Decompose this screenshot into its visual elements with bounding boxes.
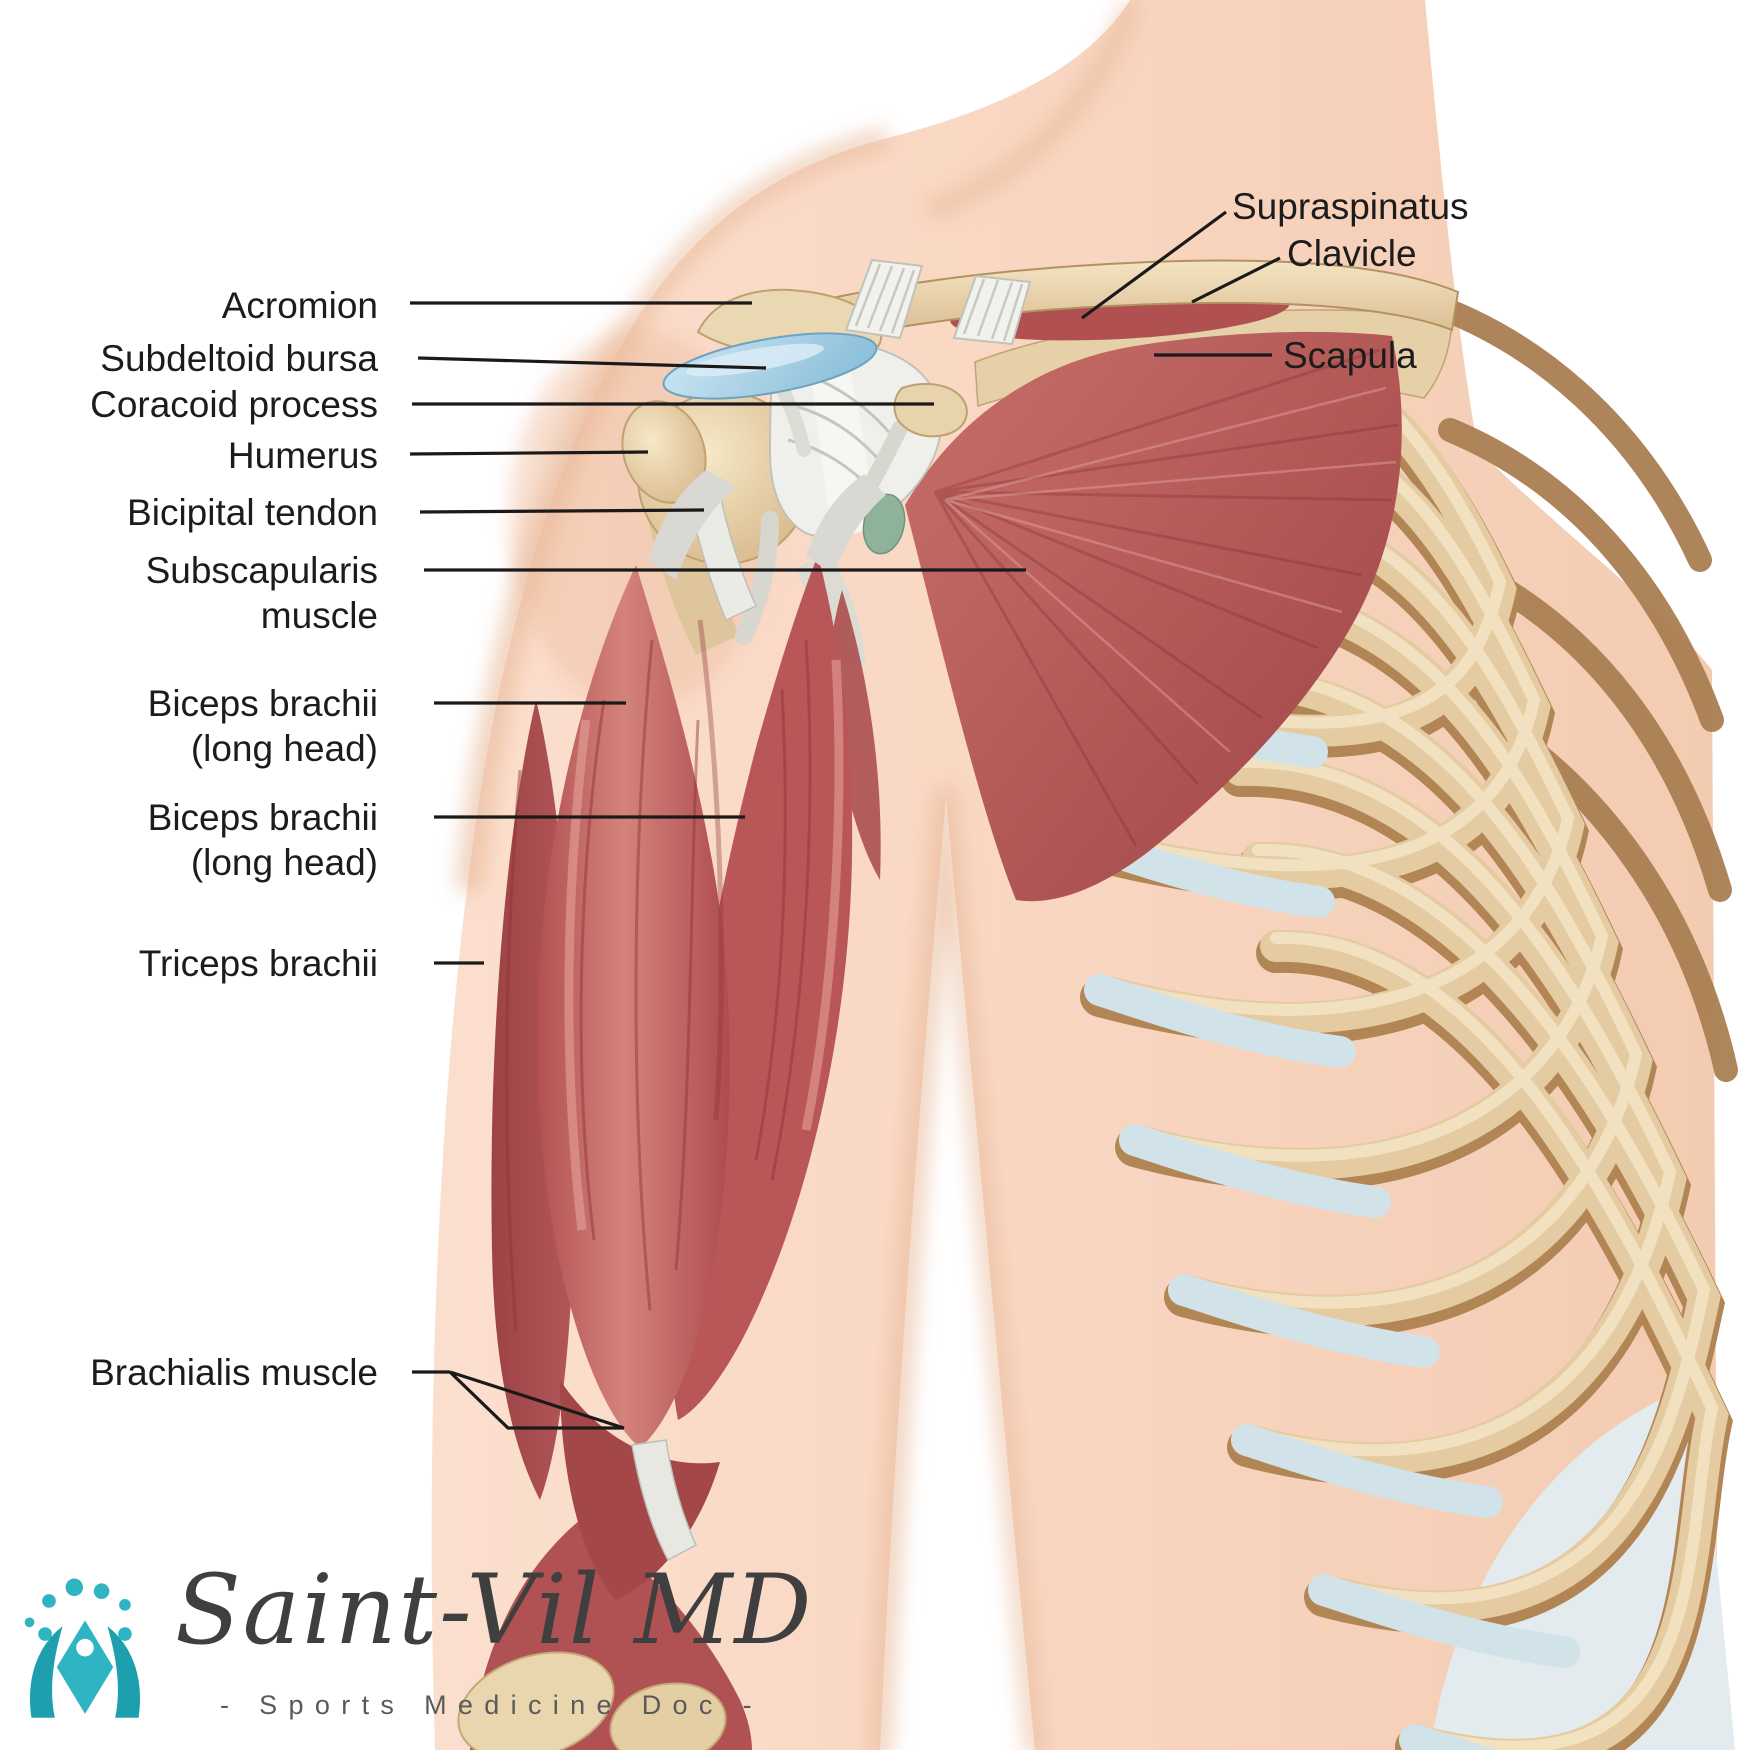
logo-tagline: - Sports Medicine Doc - [220, 1690, 763, 1720]
leader-brachialis [412, 1370, 625, 1430]
leader-bicipital-tendon [419, 508, 705, 514]
label-subscapularis-muscle: Subscapularis muscle [146, 548, 378, 638]
label-brachialis-muscle: Brachialis muscle [90, 1350, 378, 1395]
label-text: Triceps brachii [138, 943, 378, 984]
label-text: (long head) [190, 842, 378, 883]
label-text: Humerus [227, 435, 378, 476]
label-biceps-brachii-upper: Biceps brachii (long head) [148, 681, 378, 771]
label-clavicle: Clavicle [1287, 231, 1417, 276]
label-text: Coracoid process [90, 384, 378, 425]
coracobrachialis-stub [862, 493, 906, 555]
elbow-bones [457, 1651, 727, 1750]
skin-shading [457, 1, 1139, 1750]
logo-name: Saint-Vil MD [175, 1554, 814, 1666]
leader-humerus [409, 450, 649, 456]
label-text: Subscapularis [145, 550, 378, 591]
label-coracoid-process: Coracoid process [90, 382, 378, 427]
label-text: Acromion [221, 285, 378, 326]
label-text: Clavicle [1287, 233, 1417, 274]
label-subdeltoid-bursa: Subdeltoid bursa [100, 336, 378, 381]
label-text: Supraspinatus [1232, 186, 1469, 227]
muscle-highlights [564, 659, 844, 1231]
label-text: (long head) [190, 728, 378, 769]
coracoid-process-shape [893, 382, 968, 438]
label-text: Brachialis muscle [90, 1352, 378, 1393]
label-supraspinatus: Supraspinatus [1232, 184, 1469, 229]
label-text: Bicipital tendon [127, 492, 378, 533]
muscle-striations [505, 619, 812, 1331]
label-bicipital-tendon: Bicipital tendon [127, 490, 378, 535]
subscapularis-muscle-shape [905, 331, 1402, 902]
leader-lines-group [409, 210, 1281, 1430]
label-humerus: Humerus [228, 433, 378, 478]
distal-biceps-tendon [631, 1439, 697, 1562]
label-text: Scapula [1283, 335, 1417, 376]
leader-subdeltoid-bursa [417, 356, 767, 370]
ac-ligament-bundles [844, 258, 1032, 346]
label-text: Biceps brachii [147, 683, 378, 724]
label-scapula: Scapula [1283, 333, 1417, 378]
logo-mark-icon [24, 1578, 141, 1718]
label-text: muscle [260, 595, 378, 636]
brachialis-shape [560, 1380, 720, 1600]
ribcage-group [1072, 288, 1738, 1750]
label-text: Biceps brachii [147, 797, 378, 838]
label-biceps-brachii-lower: Biceps brachii (long head) [148, 795, 378, 885]
label-text: Subdeltoid bursa [100, 338, 378, 379]
label-triceps-brachii: Triceps brachii [139, 941, 378, 986]
leader-supraspinatus [1081, 210, 1227, 320]
bicipital-tendon-shape [687, 493, 757, 622]
leader-clavicle [1191, 256, 1281, 304]
logo: Saint-Vil MD - Sports Medicine Doc - [0, 1548, 811, 1750]
muscle-origin-tendons [648, 470, 886, 580]
label-acromion: Acromion [222, 283, 378, 328]
